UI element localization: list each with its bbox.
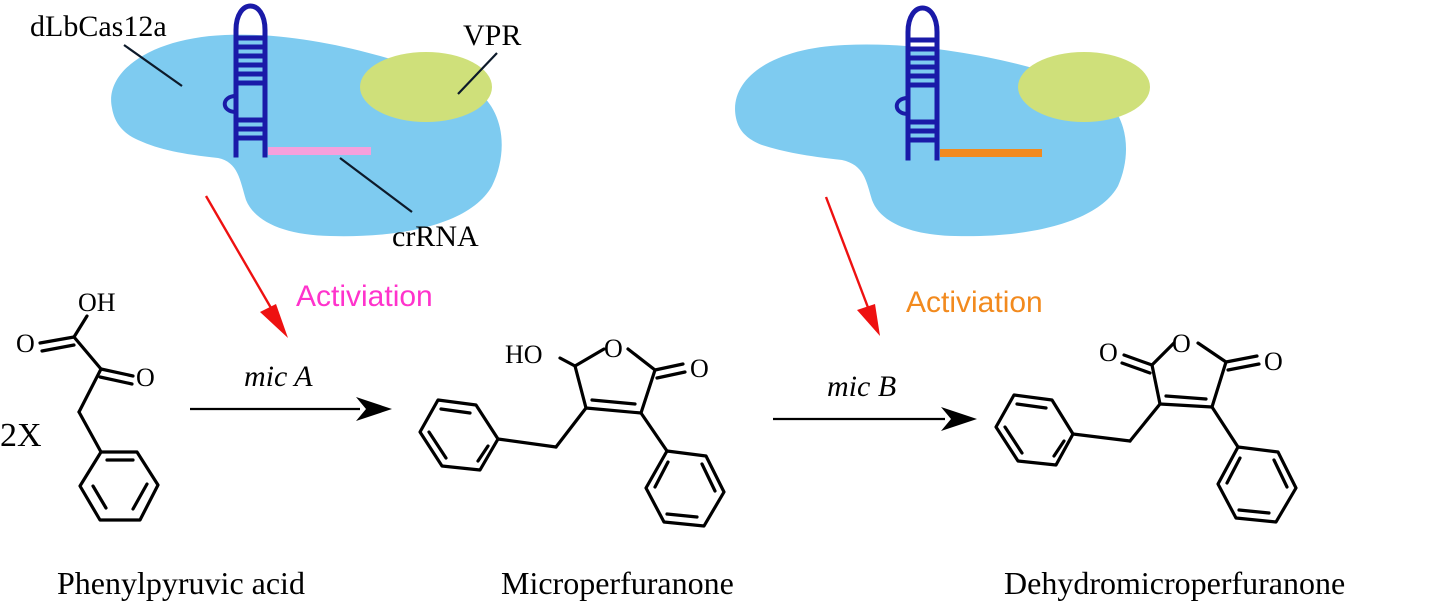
- crrna-hairpin-b: [894, 5, 940, 161]
- reaction-arrow-micb: [773, 407, 977, 431]
- atom-o-bridge: O: [1172, 329, 1191, 358]
- pointer-dlbcas12a: [123, 44, 183, 87]
- label-dlbcas12a: dLbCas12a: [30, 10, 167, 43]
- atom-o-carbonyl: O: [690, 354, 709, 383]
- activation-arrow-b: [824, 196, 880, 336]
- label-vpr: VPR: [463, 19, 521, 52]
- crrna-spacer-b: [940, 149, 1042, 157]
- structure-microperfuranone: HO O O Microperfuranone: [418, 334, 734, 601]
- atom-o-keto: O: [136, 363, 155, 392]
- multiplier-2x: 2X: [0, 417, 42, 454]
- name-microperfuranone: Microperfuranone: [501, 565, 734, 601]
- activation-arrow-a: [204, 195, 288, 338]
- atom-o-left: O: [1099, 338, 1118, 367]
- atom-o-acid: O: [16, 329, 35, 358]
- atom-ho: HO: [505, 340, 543, 369]
- activation-label-b: Activiation: [906, 286, 1043, 319]
- crrna-hairpin: [222, 3, 268, 158]
- name-phenylpyruvic-acid: Phenylpyruvic acid: [57, 565, 305, 601]
- name-dehydromicroperfuranone: Dehydromicroperfuranone: [1004, 565, 1345, 601]
- atom-o-right: O: [1264, 347, 1283, 376]
- label-crrna: crRNA: [392, 220, 479, 253]
- enzyme-label-micb: mic B: [827, 370, 896, 403]
- cas12a-complex-b: [735, 5, 1150, 237]
- structure-phenylpyruvic-acid: 2X OH O O Phenylpyruvic acid: [0, 288, 305, 601]
- atom-oh: OH: [78, 288, 116, 317]
- structure-dehydromicroperfuranone: O O O Dehydromicroperfuranone: [994, 329, 1345, 601]
- activation-label-a: Activiation: [296, 280, 433, 313]
- atom-o-ring: O: [604, 334, 623, 363]
- cas12a-complex-a: dLbCas12a VPR crRNA: [30, 3, 521, 253]
- pointer-crrna: [339, 157, 413, 213]
- vpr-domain: [360, 52, 492, 122]
- enzyme-label-mica: mic A: [244, 360, 313, 393]
- reaction-arrow-mica: [190, 397, 392, 421]
- crrna-spacer-a: [268, 147, 371, 155]
- vpr-domain-b: [1018, 52, 1150, 122]
- pointer-vpr: [457, 52, 498, 95]
